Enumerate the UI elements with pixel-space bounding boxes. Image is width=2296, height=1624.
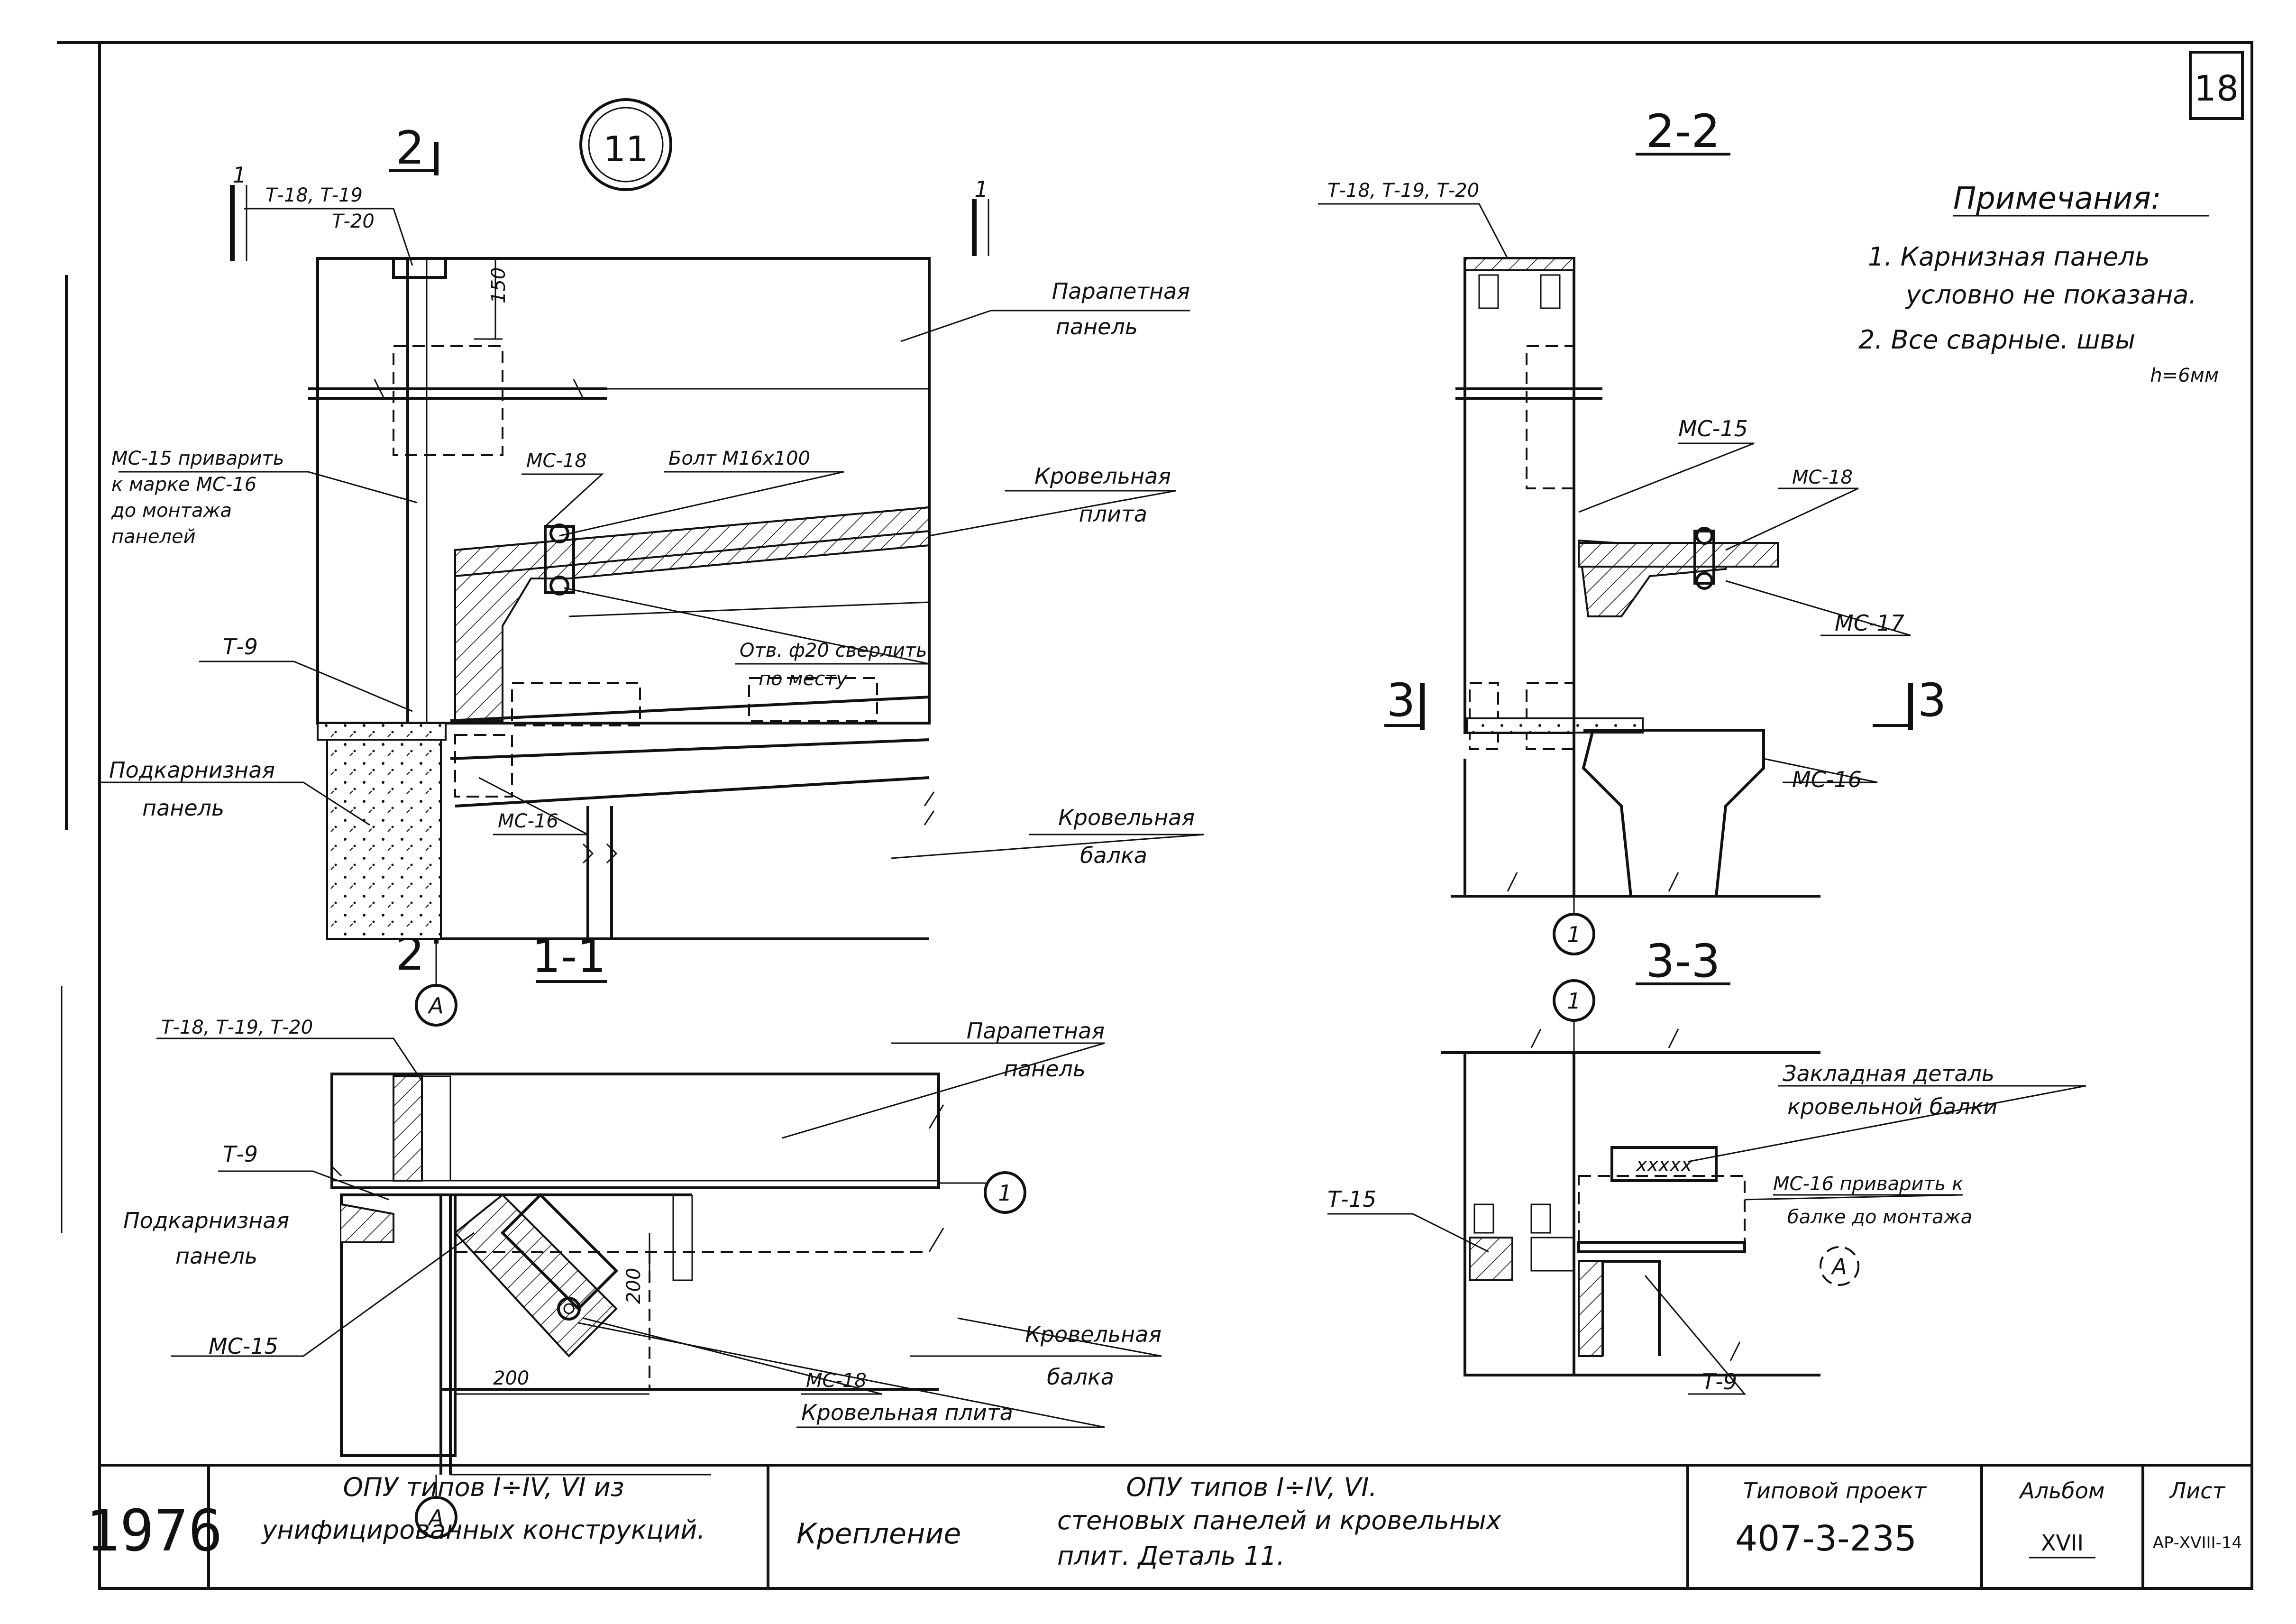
label-mc16: МС-16 bbox=[498, 810, 558, 832]
sheet-number: 18 bbox=[2194, 68, 2239, 109]
label-bolt: Болт М16х100 bbox=[668, 448, 810, 469]
note-2-line-1: 2. Все сварные. швы bbox=[1858, 325, 2135, 355]
label-mc16-22: МС-16 bbox=[1792, 767, 1862, 792]
section-3-3-view: 3-3 1 xxxxx А Закладная деталь кровельно… bbox=[1327, 935, 2086, 1395]
label-mc18-22: МС-18 bbox=[1792, 467, 1853, 488]
label-t9: Т-9 bbox=[223, 634, 258, 660]
roof-beam bbox=[450, 696, 930, 807]
section-2-2-view: 2-2 3 3 1 Т-18, Т-19, Т- bbox=[1318, 105, 1947, 955]
label-beam-1: Кровельная bbox=[1058, 805, 1195, 830]
label-mc15-2: к марке МС-16 bbox=[111, 474, 256, 495]
label-roof-plate-plan: Кровельная плита bbox=[801, 1400, 1013, 1425]
detail-mark-number: 11 bbox=[604, 129, 648, 170]
plan-view: 1 200 200 А Т-18, Т-19, Т-20 Парапетная … bbox=[123, 1017, 1162, 1539]
main-section-view: 1 1 2 2 150 bbox=[100, 121, 1205, 1027]
label-parapet-plan-1: Парапетная bbox=[967, 1018, 1105, 1044]
label-mc16-33-2: балке до монтажа bbox=[1787, 1206, 1972, 1228]
label-sub-2: панель bbox=[142, 795, 224, 821]
title-object-2: унифицированных конструкций. bbox=[261, 1515, 705, 1545]
sheet-number-box bbox=[2189, 51, 2244, 120]
cut-1-left: 1 bbox=[232, 162, 246, 188]
title-album-value: XVII bbox=[2041, 1530, 2084, 1556]
wall-33 bbox=[1464, 1051, 1575, 1376]
cut-2-top: 2 bbox=[395, 121, 424, 174]
title-sheet-1: ОПУ типов I÷IV, VI. bbox=[1126, 1472, 1377, 1502]
label-parapet-2: панель bbox=[1056, 314, 1138, 339]
title-project-number: 407-3-235 bbox=[1735, 1518, 1917, 1559]
mc18-plate-plan bbox=[454, 1193, 618, 1358]
label-t20: Т-20 bbox=[332, 211, 375, 232]
note-1-line-2: условно не показана. bbox=[1905, 280, 2197, 310]
dim-150: 150 bbox=[488, 267, 510, 303]
notes-block: Примечания: 1. Карнизная панель условно … bbox=[1858, 181, 2219, 386]
label-roof-plate-2: плита bbox=[1079, 501, 1147, 527]
label-beam-2: балка bbox=[1080, 843, 1147, 868]
title-project-label: Типовой проект bbox=[1743, 1478, 1927, 1504]
label-parapet-1: Парапетная bbox=[1052, 278, 1190, 304]
label-mc15-1: МС-15 приварить bbox=[111, 448, 284, 469]
parapet-panel bbox=[316, 257, 931, 725]
label-beam-plan-2: балка bbox=[1047, 1364, 1114, 1390]
label-mc15-4: панелей bbox=[111, 526, 196, 548]
cut-3-left: 3 bbox=[1386, 674, 1415, 727]
label-t18-plan: Т-18, Т-19, Т-20 bbox=[161, 1017, 313, 1038]
sheet-frame: 18 bbox=[57, 41, 2253, 1590]
title-list-label: Лист bbox=[2169, 1478, 2226, 1504]
label-mc17-22: МС-17 bbox=[1835, 610, 1904, 636]
sub-cornice-panel bbox=[326, 739, 442, 940]
title-sheet-3: плит. Деталь 11. bbox=[1057, 1541, 1285, 1571]
label-mc16-33-1: МС-16 приварить к bbox=[1773, 1173, 1963, 1195]
label-mc15-plan: МС-15 bbox=[209, 1333, 278, 1359]
sub-cornice-plan bbox=[340, 1193, 457, 1457]
detail-mark: 11 bbox=[579, 98, 672, 191]
weld-crosses: xxxxx bbox=[1635, 1154, 1692, 1176]
note-1-line-1: 1. Карнизная панель bbox=[1868, 242, 2150, 272]
cut-3-right: 3 bbox=[1917, 674, 1946, 727]
axis-a-main: А bbox=[427, 993, 443, 1018]
axis-a-33: А bbox=[1830, 1254, 1847, 1279]
section-1-1-title: 1-1 bbox=[532, 930, 606, 983]
title-sheet-lead: Крепление bbox=[796, 1517, 961, 1551]
label-mc18: МС-18 bbox=[526, 450, 587, 472]
label-embed-2: кровельной балки bbox=[1787, 1094, 1997, 1119]
cut-1-right: 1 bbox=[974, 176, 988, 202]
label-t9-33: Т-9 bbox=[1702, 1369, 1737, 1395]
beam-section-22 bbox=[1582, 729, 1765, 897]
dim-200-v: 200 bbox=[623, 1268, 645, 1304]
title-year: 1976 bbox=[86, 1498, 223, 1564]
dim-200-h: 200 bbox=[493, 1367, 529, 1389]
title-album-label: Альбом bbox=[2018, 1478, 2104, 1504]
label-sub-plan-1: Подкарнизная bbox=[123, 1208, 289, 1233]
label-mc15-3: до монтажа bbox=[111, 500, 232, 522]
title-object-1: ОПУ типов I÷IV, VI из bbox=[343, 1472, 624, 1502]
label-roof-plate-1: Кровельная bbox=[1034, 463, 1171, 489]
section-3-3-title: 3-3 bbox=[1646, 935, 1720, 988]
axis-1-plan: 1 bbox=[998, 1180, 1012, 1206]
notes-title: Примечания: bbox=[1953, 181, 2161, 216]
label-parapet-plan-2: панель bbox=[1004, 1056, 1086, 1082]
label-t18-22: Т-18, Т-19, Т-20 bbox=[1327, 180, 1479, 202]
label-hole-1: Отв. ф20 сверлить bbox=[740, 640, 927, 661]
label-sub-1: Подкарнизная bbox=[109, 757, 275, 783]
title-list-value: АР-XVIII-14 bbox=[2153, 1533, 2242, 1552]
section-2-2-title: 2-2 bbox=[1646, 105, 1720, 158]
axis-1-33: 1 bbox=[1567, 988, 1581, 1014]
axis-a-plan: А bbox=[427, 1505, 443, 1531]
label-t9-plan: Т-9 bbox=[223, 1141, 258, 1167]
label-t15: Т-15 bbox=[1327, 1186, 1376, 1212]
parapet-panel-22 bbox=[1464, 257, 1575, 734]
label-mc15-22: МС-15 bbox=[1678, 416, 1748, 441]
label-embed-1: Закладная деталь bbox=[1783, 1061, 1994, 1086]
axis-1-22: 1 bbox=[1567, 922, 1581, 947]
label-beam-plan-1: Кровельная bbox=[1025, 1321, 1162, 1347]
note-2-line-2: h=6мм bbox=[2150, 365, 2219, 386]
label-mc18-plan: МС-18 bbox=[806, 1370, 867, 1392]
title-sheet-2: стеновых панелей и кровельных bbox=[1057, 1505, 1502, 1535]
label-sub-plan-2: панель bbox=[175, 1243, 257, 1269]
label-t18-t19: Т-18, Т-19 bbox=[265, 184, 363, 206]
title-block: 1976 ОПУ типов I÷IV, VI из унифицированн… bbox=[86, 1464, 2252, 1588]
label-hole-2: по месту bbox=[759, 668, 848, 690]
